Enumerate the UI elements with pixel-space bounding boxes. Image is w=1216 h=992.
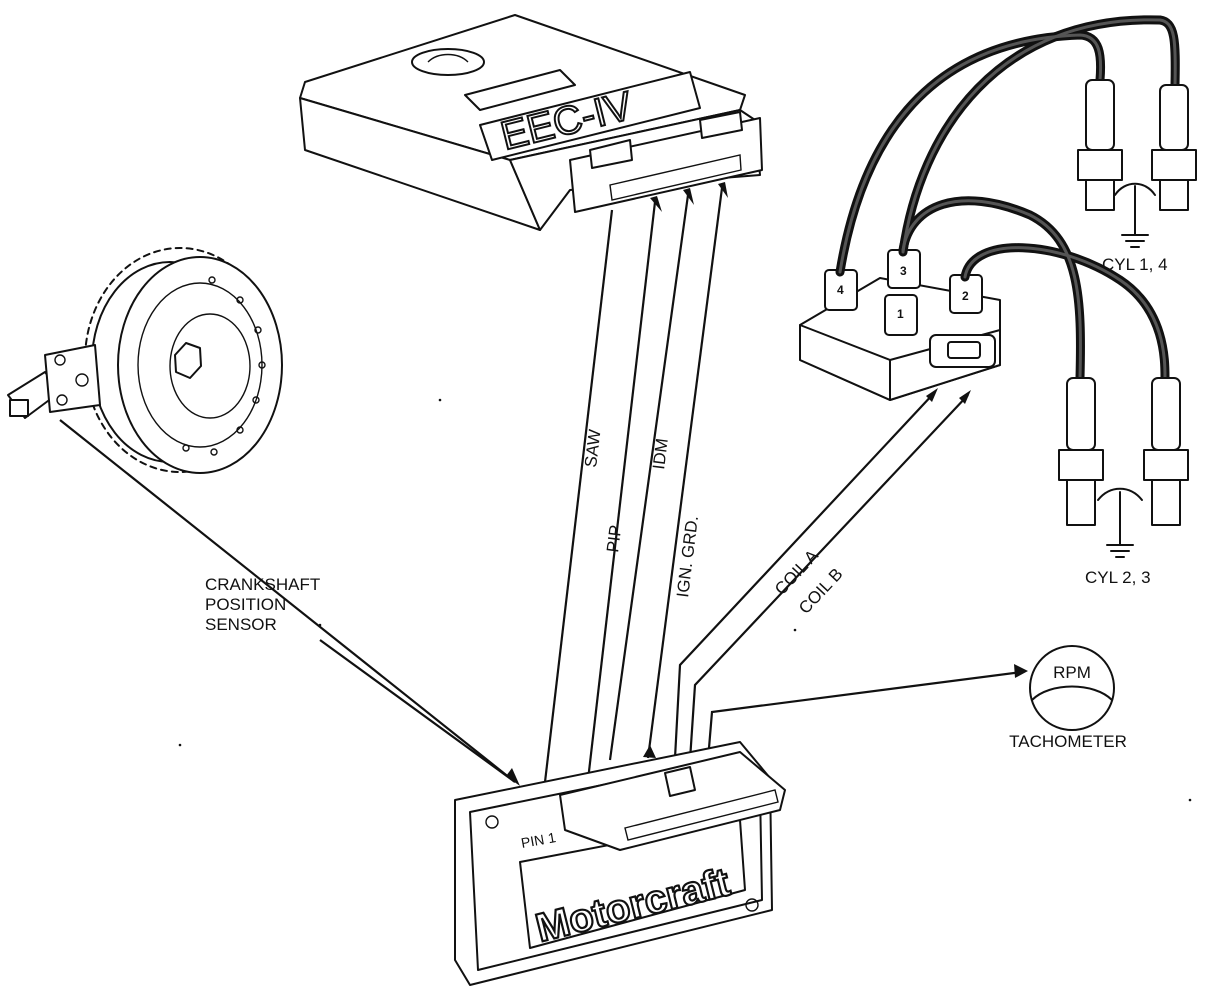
tach-wire — [706, 670, 1023, 761]
sensor-label-line1: CRANKSHAFT — [205, 575, 320, 594]
eec-iv-module: EEC-IV — [299, 14, 763, 231]
coil-terminal-1: 1 — [897, 307, 904, 321]
pip-wire — [586, 201, 657, 781]
tachometer-dial — [1029, 645, 1115, 731]
coil-terminal-4: 4 — [837, 283, 844, 297]
ecm-connector — [569, 117, 763, 213]
coil-terminal-3: 3 — [900, 264, 907, 278]
ignition-coil-pack: 4 3 1 2 — [799, 249, 1001, 401]
tachometer-dial-label: RPM — [1053, 663, 1091, 682]
ign-grd-wire — [646, 187, 724, 759]
saw-wire — [543, 209, 614, 783]
sensor-label-leader — [319, 639, 516, 783]
spark-plug-wires — [835, 15, 1180, 383]
ignition-control-module: PIN 1 Motorcraft — [454, 741, 786, 986]
sensor-label-line2: POSITION — [205, 595, 286, 614]
coil-wires — [673, 388, 971, 761]
signal-wires — [543, 182, 728, 783]
spark-plugs-cyl-1-4 — [1077, 79, 1197, 248]
background-specks — [178, 398, 1192, 802]
idm-wire — [608, 194, 690, 761]
tachometer-label: TACHOMETER — [1009, 732, 1127, 751]
saw-label: SAW — [581, 428, 605, 468]
crankshaft-position-sensor — [7, 344, 520, 786]
cyl-2-3-label: CYL 2, 3 — [1085, 568, 1151, 587]
crankshaft-pulley — [84, 247, 283, 474]
spark-plugs-cyl-2-3 — [1058, 377, 1189, 558]
crank-bolt-icon — [174, 342, 202, 379]
cyl-1-4-label: CYL 1, 4 — [1102, 255, 1168, 274]
idm-label: IDM — [649, 437, 672, 470]
coil-b-wire — [688, 394, 969, 761]
pip-label: PIP — [603, 524, 625, 554]
module-connector — [559, 751, 786, 851]
sensor-lead-line — [59, 419, 516, 783]
coil-terminal-2: 2 — [962, 289, 969, 303]
tachometer: RPM TACHOMETER — [706, 645, 1127, 761]
ford-oval-logo — [411, 48, 485, 76]
coil-a-wire — [673, 391, 936, 759]
sensor-label-line3: SENSOR — [205, 615, 277, 634]
pin-1-label: PIN 1 — [520, 829, 557, 851]
